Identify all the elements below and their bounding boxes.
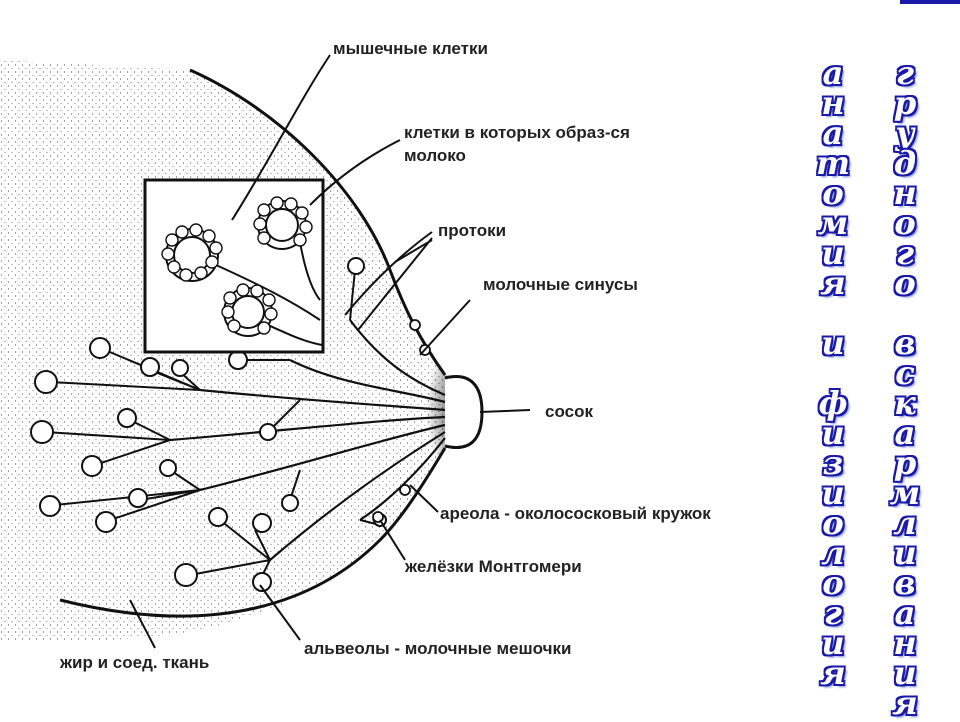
title-letter: и [893, 654, 917, 692]
title-letter: а [822, 54, 844, 92]
title-letter: д [893, 144, 917, 182]
title-letter: и [893, 534, 917, 572]
title-letter: с [895, 354, 915, 392]
title-letter: о [894, 204, 916, 242]
label-montgomery: желёзки Монтгомери [405, 557, 582, 576]
title-letter: м [889, 474, 921, 512]
title-letter: л [821, 534, 845, 572]
title-letter: о [822, 174, 844, 212]
leader-lines [129, 54, 531, 649]
title-letter: о [822, 564, 844, 602]
nipple [444, 375, 484, 449]
title-letter: я [820, 264, 846, 302]
alveoli-lobules [30, 257, 387, 592]
label-milk-cells: клетки в которых образ-ся [404, 123, 630, 142]
label-nipple: сосок [545, 402, 593, 421]
label-alveoli: альвеолы - молочные мешочки [304, 639, 572, 658]
title-letter: г [896, 234, 914, 272]
label-ducts: протоки [438, 221, 507, 240]
title-letter: о [894, 264, 916, 302]
title-letter: а [894, 414, 916, 452]
label-muscle-cells: мышечные клетки [333, 39, 488, 58]
title-letter: н [893, 174, 917, 212]
title-letter: о [822, 504, 844, 542]
label-milk-cells-2: молоко [404, 146, 466, 165]
title-letter: н [893, 624, 917, 662]
label-areola: ареола - околососковый кружок [440, 504, 711, 523]
title-letter: и [821, 624, 845, 662]
title-letter: з [822, 444, 844, 482]
title-letter: в [894, 324, 916, 362]
ducts [169, 319, 446, 561]
title-letter: т [816, 144, 850, 182]
title-letter: а [894, 594, 916, 632]
breast-outline [189, 68, 447, 376]
title-letter: г [824, 594, 842, 632]
title-letter: р [893, 444, 917, 482]
title-letter: я [892, 684, 918, 722]
title-letter: я [820, 654, 846, 692]
title-letter: и [821, 474, 845, 512]
title-letter: в [894, 564, 916, 602]
title-letter: и [821, 414, 845, 452]
title-letter: к [894, 384, 916, 422]
title-letter: и [821, 234, 845, 272]
title-letter: у [895, 114, 915, 152]
label-sinuses: молочные синусы [483, 275, 638, 294]
title-letter: н [821, 84, 845, 122]
title-letter: ф [818, 384, 848, 422]
title-letter: а [822, 114, 844, 152]
title-letter: л [893, 504, 917, 542]
label-fat: жир и соед. ткань [60, 653, 210, 672]
title-letter: р [893, 84, 917, 122]
corner-accent [900, 0, 960, 4]
title-letter: г [896, 54, 914, 92]
title-letter: и [821, 324, 845, 362]
title-letter: м [817, 204, 849, 242]
